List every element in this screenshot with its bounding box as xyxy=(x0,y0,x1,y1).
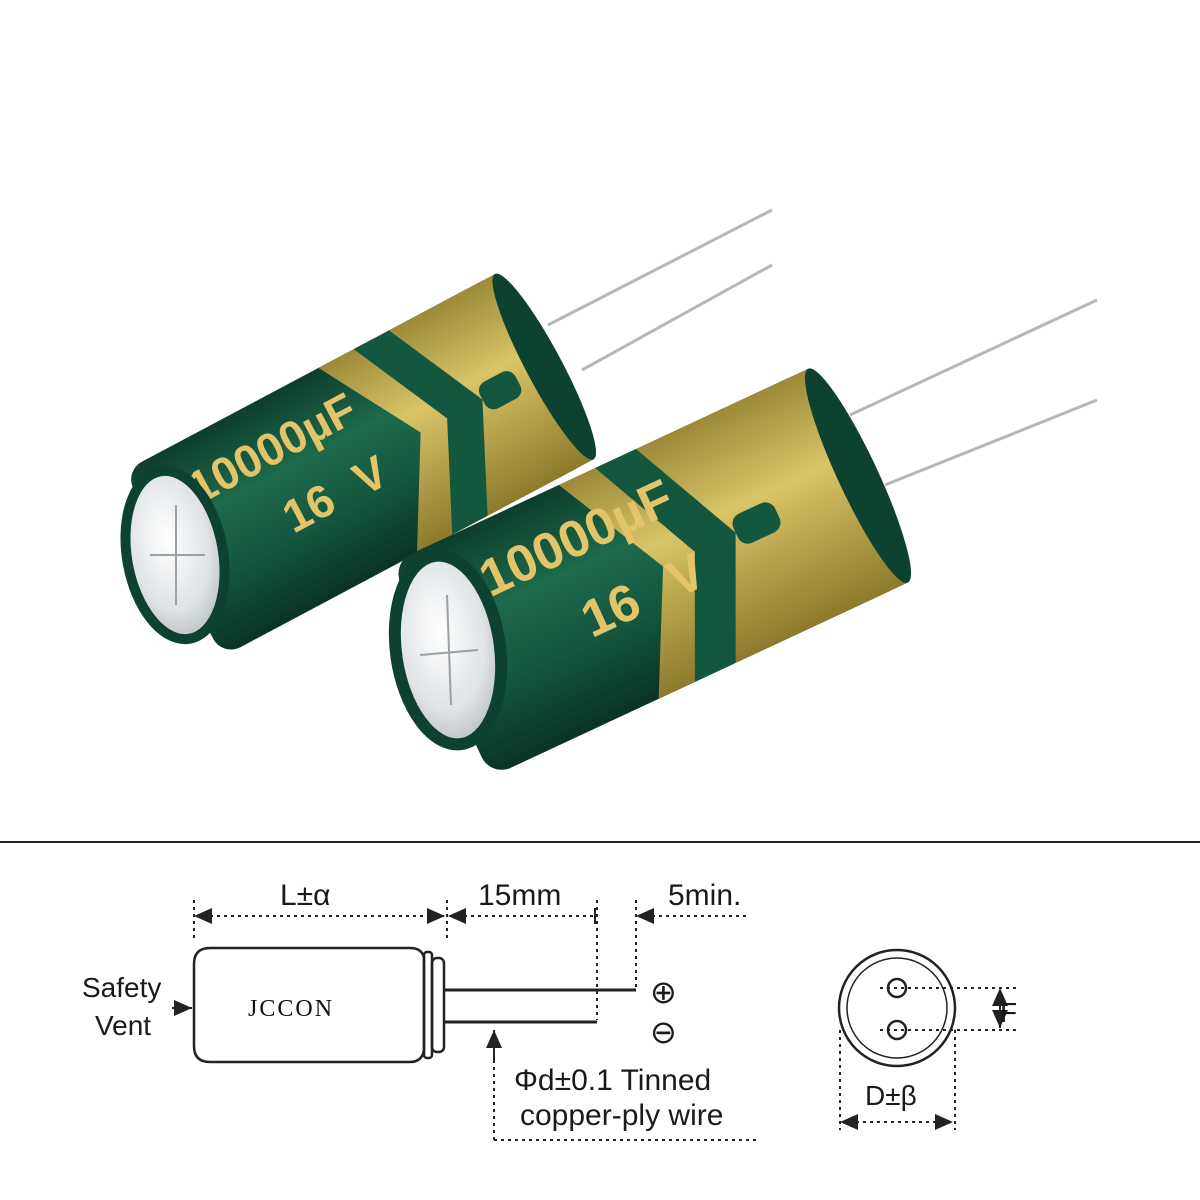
pitch-label: F xyxy=(1000,997,1017,1028)
wire-spec-line1: Φd±0.1 Tinned xyxy=(514,1064,711,1097)
safety-vent-label-line1: Safety xyxy=(82,972,161,1003)
brand-label: JCCON xyxy=(248,996,334,1022)
capacitor-back: 10000µF 16 V xyxy=(120,208,773,650)
lead-length-label: 15mm xyxy=(478,879,561,912)
capacitor-front: 10000µF 16 V xyxy=(388,298,1098,770)
lead-min-label: 5min. xyxy=(668,879,741,912)
safety-vent-label-line2: Vent xyxy=(95,1010,151,1041)
negative-symbol: ⊖ xyxy=(650,1014,677,1050)
diameter-label: D±β xyxy=(865,1080,917,1111)
length-label: L±α xyxy=(280,879,331,912)
capacitor-bottom-view xyxy=(837,948,1008,1068)
positive-symbol: ⊕ xyxy=(650,974,677,1010)
wire-spec-line2: copper-ply wire xyxy=(520,1099,723,1132)
diagram-labels: L±α 15mm 5min. Safety Vent JCCON ⊕ ⊖ Φd±… xyxy=(82,879,1017,1132)
capacitor-outline xyxy=(192,946,636,1064)
dimension-diagram xyxy=(172,900,1020,1141)
